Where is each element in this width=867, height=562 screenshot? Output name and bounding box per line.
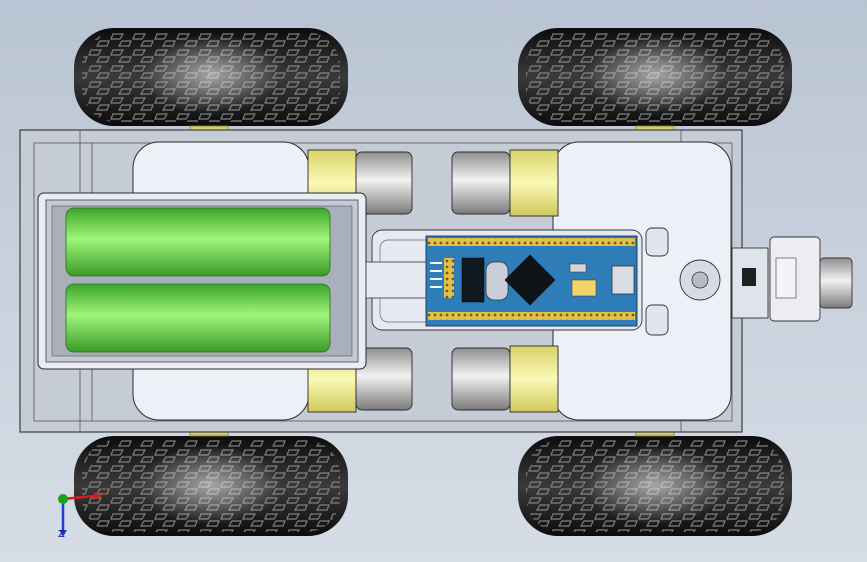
wheel-front-right bbox=[518, 28, 792, 126]
microcontroller-board bbox=[425, 235, 638, 327]
battery-cell-top bbox=[65, 207, 331, 277]
z-axis-label: Z bbox=[58, 529, 65, 540]
x-axis-arrow bbox=[62, 494, 95, 501]
coordinate-triad bbox=[58, 492, 102, 537]
wheel-front-left bbox=[74, 28, 348, 126]
wheel-rear-left bbox=[74, 436, 348, 536]
wheel-rear-right bbox=[518, 436, 792, 536]
front-servo-motor bbox=[679, 236, 853, 322]
gear-motor-front-right bbox=[451, 149, 559, 217]
battery-cell-bottom bbox=[65, 283, 331, 353]
gear-motor-rear-right bbox=[451, 345, 559, 413]
y-axis-label: Y bbox=[101, 487, 108, 498]
y-axis-dot bbox=[58, 494, 68, 504]
